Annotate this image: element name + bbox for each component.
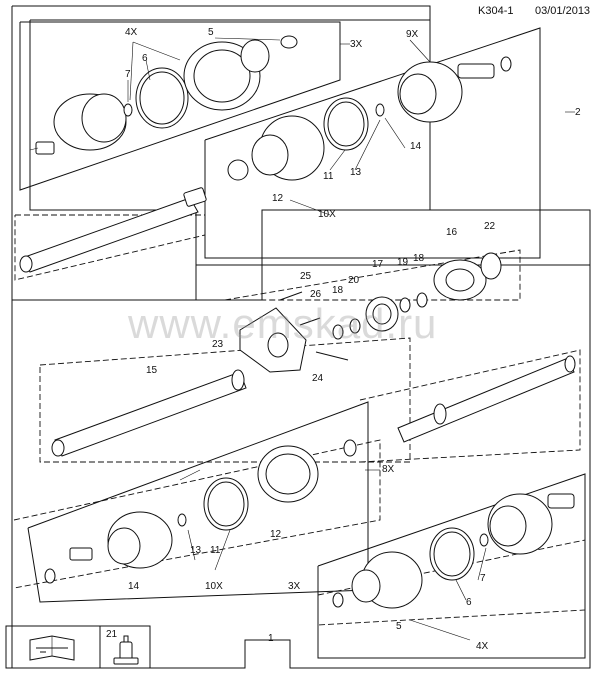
label-5-top: 5 — [208, 27, 214, 38]
label-6-bottom: 6 — [466, 597, 472, 608]
label-18-left: 18 — [332, 285, 344, 296]
boot-top-right — [227, 97, 385, 181]
boot-clamp-ring-top — [135, 67, 189, 129]
label-1: 1 — [268, 633, 274, 644]
snap-ring-top — [123, 103, 133, 117]
label-7-bottom: 7 — [480, 573, 486, 584]
grease-tube-icon — [113, 635, 139, 665]
label-2: 2 — [575, 107, 581, 118]
label-7-top: 7 — [125, 69, 131, 80]
shaft-top — [19, 187, 207, 273]
leader-lines — [127, 37, 575, 641]
legend-box — [5, 625, 151, 669]
label-20: 20 — [348, 275, 360, 286]
label-19: 19 — [397, 257, 409, 268]
label-qty-4x-top: 4X — [125, 27, 138, 38]
label-26: 26 — [310, 289, 322, 300]
diagram-code: K304-1 — [478, 5, 514, 17]
label-22: 22 — [484, 221, 496, 232]
label-12-top: 12 — [272, 193, 284, 204]
cv-joint-outer-top — [29, 93, 127, 155]
label-23: 23 — [212, 339, 224, 350]
label-25: 25 — [300, 271, 312, 282]
book-wrench-icon — [29, 635, 75, 661]
label-11-top: 11 — [323, 171, 334, 182]
label-14-bottom: 14 — [128, 581, 140, 592]
label-qty-8x: 8X — [382, 464, 395, 475]
label-11-bottom: 11 — [210, 545, 221, 556]
label-qty-10x-bottom: 10X — [205, 581, 223, 592]
cv-joint-outer-bottom — [44, 439, 357, 584]
label-16: 16 — [446, 227, 458, 238]
label-qty-4x-bottom: 4X — [476, 641, 489, 652]
label-6-top: 6 — [142, 53, 148, 64]
cv-joint-inner-bottom — [332, 493, 575, 609]
frame-top-left — [19, 21, 341, 191]
label-18-right: 18 — [413, 253, 425, 264]
diagram-date: 03/01/2013 — [535, 5, 591, 17]
label-21: 21 — [106, 629, 118, 640]
label-13-top: 13 — [350, 167, 362, 178]
label-5-bottom: 5 — [396, 621, 402, 632]
bearing-bracket-group — [239, 252, 502, 373]
shaft-middle-left — [51, 369, 247, 457]
label-qty-9x: 9X — [406, 29, 419, 40]
label-qty-10x-top: 10X — [318, 209, 336, 220]
boot-top-left — [183, 35, 298, 111]
label-14-top: 14 — [410, 141, 422, 152]
cv-joint-inner-top — [397, 56, 512, 123]
label-15: 15 — [146, 365, 158, 376]
label-12-bottom: 12 — [270, 529, 282, 540]
label-17: 17 — [372, 259, 384, 270]
label-qty-3x-bottom: 3X — [288, 581, 301, 592]
label-24: 24 — [312, 373, 324, 384]
shaft-middle-right — [397, 355, 576, 443]
label-13-bottom: 13 — [190, 545, 202, 556]
label-qty-3x-top: 3X — [350, 39, 363, 50]
